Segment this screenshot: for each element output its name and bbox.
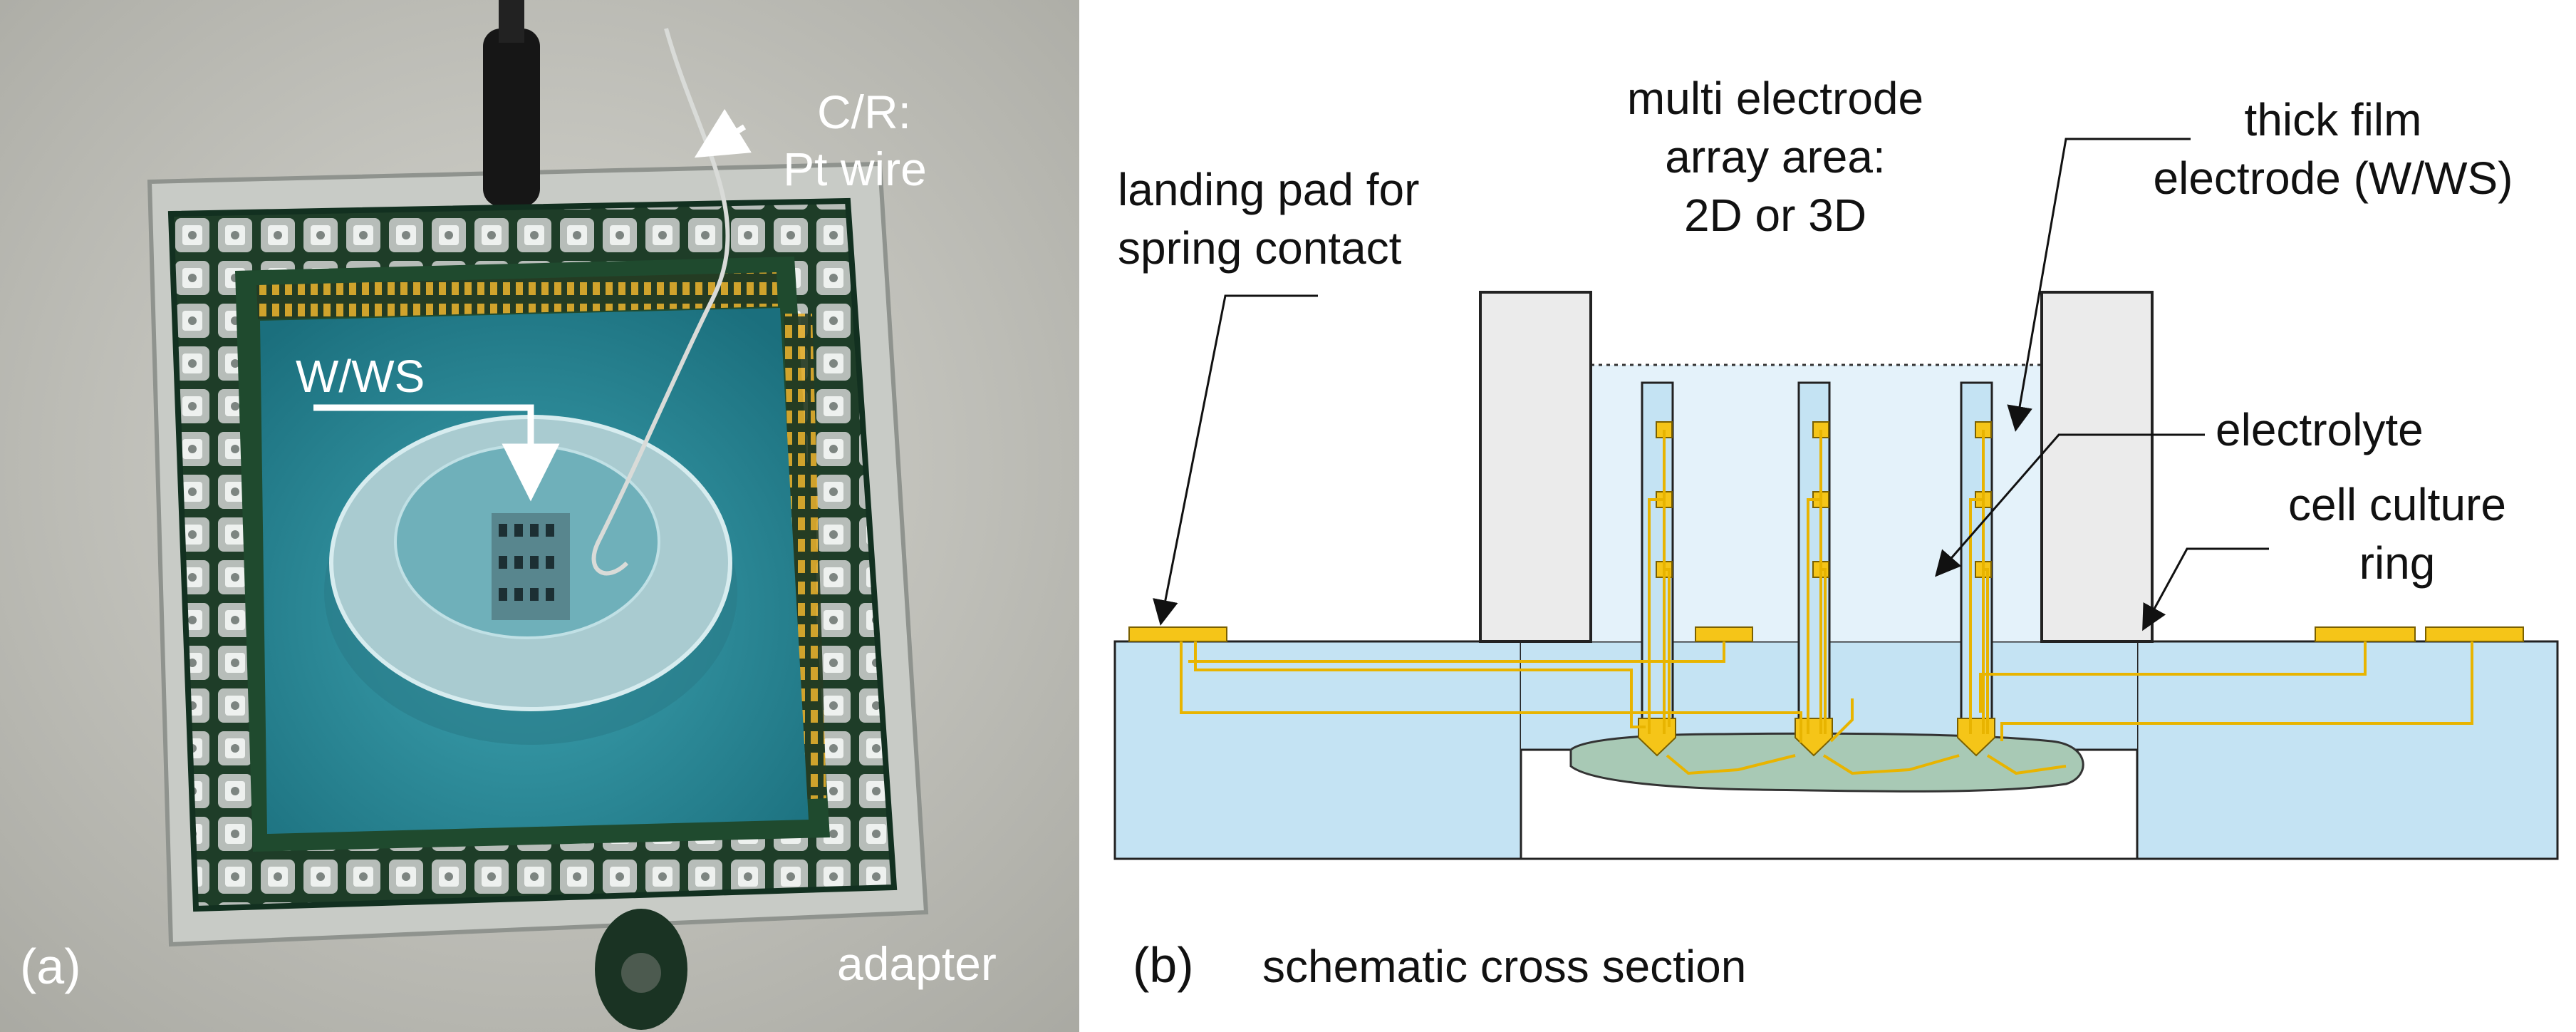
panel-b-letter: (b) [1133, 937, 1194, 993]
wws-arrow [313, 404, 560, 502]
adapter-label: adapter [837, 937, 997, 990]
thick-film-arrow [2007, 138, 2191, 432]
wws-label: W/WS [296, 351, 425, 402]
culture-ring-left [1479, 291, 1592, 643]
panel-b-schematic: landing pad for spring contact multi ele… [1113, 73, 2559, 993]
leader-lines [1153, 138, 2269, 631]
cable-plug [483, 29, 540, 207]
cr-arrow [694, 108, 752, 158]
glue-layer [1569, 732, 2084, 793]
mea-label-line2: array area: [1665, 131, 1885, 182]
ring-label-line2: ring [2359, 537, 2436, 589]
ring-arrow [2142, 547, 2269, 631]
landing-pad [2425, 626, 2524, 642]
electrolyte-label: electrolyte [2216, 404, 2424, 455]
thick-film-label-line2: electrode (W/WS) [2154, 153, 2513, 204]
pt-wire-label: Pt wire [783, 143, 927, 195]
ring-label-line1: cell culture [2288, 479, 2506, 530]
cable [499, 0, 524, 43]
panel-a-photo: C/R: Pt wire W/WS adapter (a) [0, 0, 1079, 1032]
landing-pad-arrow [1153, 294, 1318, 626]
landing-pad [2315, 626, 2416, 642]
substrate-left [1113, 640, 1522, 860]
landing-pad-label-line2: spring contact [1118, 222, 1402, 274]
electrode-pins [499, 524, 554, 601]
gold-contacts-top [256, 272, 778, 319]
culture-ring-right [2040, 291, 2154, 643]
thick-film-label-line1: thick film [2245, 94, 2422, 145]
landing-pad [1695, 626, 1753, 642]
screw-hole [621, 953, 661, 993]
substrate-right [2136, 640, 2559, 860]
mea-label-line3: 2D or 3D [1684, 190, 1866, 241]
electrolyte-arrow [1935, 433, 2205, 577]
panel-a-letter: (a) [20, 939, 81, 994]
mea-label-line1: multi electrode [1627, 73, 1923, 124]
landing-pad-label-line1: landing pad for [1118, 164, 1419, 215]
cr-label: C/R: [817, 86, 911, 138]
landing-pad [1128, 626, 1227, 642]
landing-pads [1128, 626, 2524, 642]
conductor-traces [1180, 430, 2473, 775]
panel-b-caption: schematic cross section [1262, 941, 1746, 992]
